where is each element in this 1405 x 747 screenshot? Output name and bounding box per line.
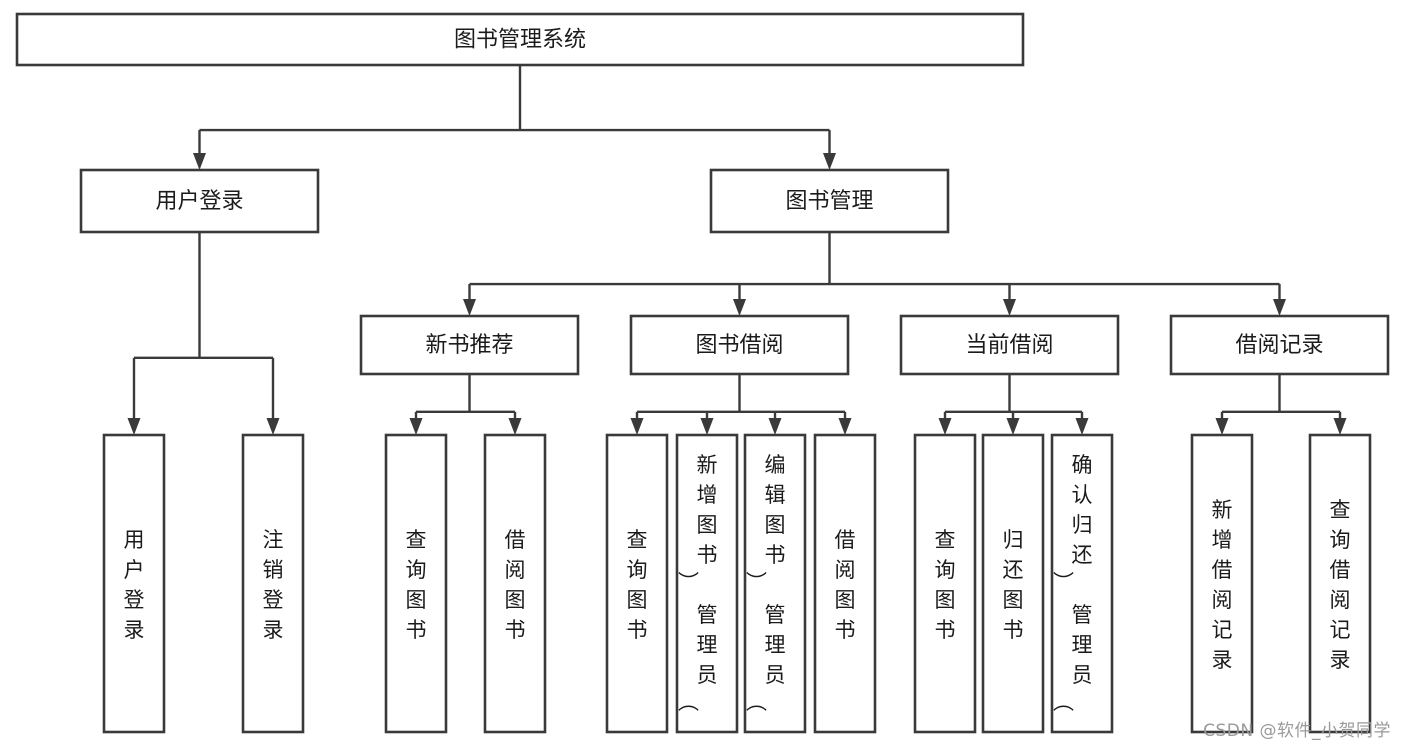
node-box (1169, 314, 1390, 376)
arrowhead-icon (266, 418, 280, 435)
node-box (899, 314, 1120, 376)
node-l2_1[interactable]: 图书管理 (709, 168, 950, 234)
node-box (813, 433, 877, 734)
arrowhead-icon (1333, 418, 1347, 435)
arrowhead-icon (630, 418, 644, 435)
edge-layer (127, 65, 1347, 435)
node-leaf_6[interactable]: 编辑图书（管理员） (743, 433, 807, 734)
node-box (359, 314, 580, 376)
node-label: 新书推荐 (425, 333, 513, 358)
node-box (102, 433, 166, 734)
arrowhead-icon (700, 418, 714, 435)
node-leaf_4[interactable]: 查询图书 (605, 433, 669, 734)
arrowhead-icon (463, 299, 476, 316)
arrowhead-icon (508, 418, 522, 435)
node-l3_0[interactable]: 新书推荐 (359, 314, 580, 376)
node-box (1308, 433, 1372, 734)
arrowhead-icon (1003, 299, 1016, 316)
node-box (384, 433, 448, 734)
node-box (241, 433, 305, 734)
arrowhead-icon (193, 153, 206, 170)
node-l3_1[interactable]: 图书借阅 (629, 314, 850, 376)
arrowhead-icon (1215, 418, 1229, 435)
arrowhead-icon (127, 418, 141, 435)
arrowhead-icon (823, 153, 836, 170)
node-leaf_1[interactable]: 注销登录 (241, 433, 305, 734)
node-box (605, 433, 669, 734)
node-label: 确认归还（管理员） (1053, 453, 1093, 712)
node-leaf_12[interactable]: 查询借阅记录 (1308, 433, 1372, 734)
node-label: 新增图书（管理员） (678, 453, 718, 712)
node-label: 借阅记录 (1235, 333, 1323, 358)
node-label: 注销登录 (263, 528, 284, 642)
node-leaf_7[interactable]: 借阅图书 (813, 433, 877, 734)
node-box (675, 433, 739, 734)
node-root[interactable]: 图书管理系统 (15, 12, 1025, 67)
node-label: 编辑图书（管理员） (746, 453, 786, 712)
node-l3_2[interactable]: 当前借阅 (899, 314, 1120, 376)
node-box (483, 433, 547, 734)
node-l2_0[interactable]: 用户登录 (79, 168, 320, 234)
arrowhead-icon (1075, 418, 1089, 435)
node-leaf_11[interactable]: 新增借阅记录 (1190, 433, 1254, 734)
node-label: 查询图书 (935, 528, 956, 642)
node-leaf_8[interactable]: 查询图书 (913, 433, 977, 734)
node-label: 查询图书 (627, 528, 648, 642)
arrowhead-icon (1273, 299, 1286, 316)
node-leaf_10[interactable]: 确认归还（管理员） (1050, 433, 1114, 734)
arrowhead-icon (733, 299, 746, 316)
node-leaf_5[interactable]: 新增图书（管理员） (675, 433, 739, 734)
node-box (629, 314, 850, 376)
node-box (1050, 433, 1114, 734)
node-label: 借阅图书 (505, 528, 526, 642)
node-layer: 图书管理系统用户登录图书管理新书推荐图书借阅当前借阅借阅记录用户登录注销登录查询… (15, 12, 1390, 734)
node-box (1190, 433, 1254, 734)
node-box (913, 433, 977, 734)
node-box (79, 168, 320, 234)
node-l3_3[interactable]: 借阅记录 (1169, 314, 1390, 376)
node-label: 用户登录 (124, 528, 145, 642)
node-leaf_3[interactable]: 借阅图书 (483, 433, 547, 734)
node-label: 当前借阅 (965, 333, 1053, 358)
node-label: 图书管理 (785, 189, 873, 214)
arrowhead-icon (1006, 418, 1020, 435)
node-label: 查询图书 (406, 528, 427, 642)
arrowhead-icon (838, 418, 852, 435)
node-box (15, 12, 1025, 67)
node-leaf_2[interactable]: 查询图书 (384, 433, 448, 734)
node-leaf_9[interactable]: 归还图书 (981, 433, 1045, 734)
node-label: 借阅图书 (835, 528, 856, 642)
arrowhead-icon (768, 418, 782, 435)
node-label: 查询借阅记录 (1330, 498, 1351, 672)
node-label: 归还图书 (1003, 528, 1024, 642)
node-label: 图书借阅 (695, 333, 783, 358)
node-box (709, 168, 950, 234)
node-box (981, 433, 1045, 734)
arrowhead-icon (409, 418, 423, 435)
arrowhead-icon (938, 418, 952, 435)
node-label: 用户登录 (155, 189, 243, 214)
node-leaf_0[interactable]: 用户登录 (102, 433, 166, 734)
node-box (743, 433, 807, 734)
node-label: 图书管理系统 (454, 28, 586, 53)
node-label: 新增借阅记录 (1212, 498, 1233, 672)
